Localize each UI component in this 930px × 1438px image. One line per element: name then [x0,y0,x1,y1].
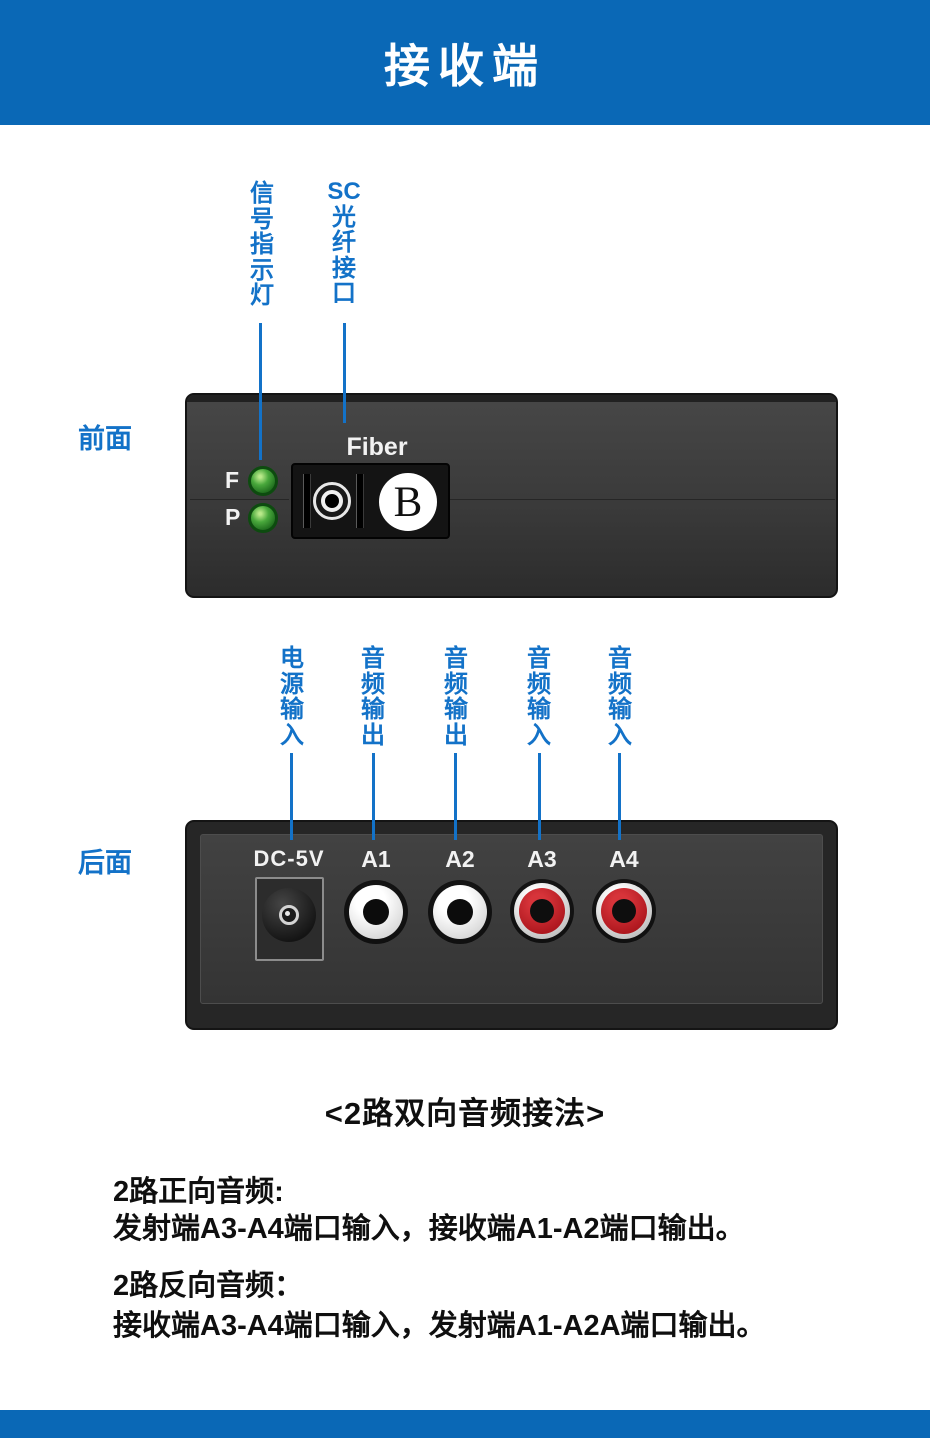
rca-jack-a2-white [428,880,492,944]
power-led [248,503,278,533]
leader-line-a1 [372,753,375,840]
forward-audio-body: 发射端A3-A4端口输入，接收端A1-A2端口输出。 [113,1213,745,1245]
leader-line-a3 [538,753,541,840]
dc-power-label: DC-5V [253,846,325,871]
sc-connector-ferrule [313,482,351,520]
callout-audio-output-1: 音频输出 [361,645,385,749]
callout-audio-input-1: 音频输入 [527,645,551,749]
rca-jack-a1-white [344,880,408,944]
fiber-type-b-badge: B [379,473,437,531]
rca-hole [530,899,554,923]
rca-hole [363,899,389,925]
callout-power-input: 电源输入 [280,645,304,749]
device-rear-panel: DC-5V A1 A2 A3 A4 [185,820,838,1030]
device-front-panel: Fiber F P B [185,393,838,598]
sc-port-slot-right [356,474,364,528]
header-banner: 接收端 [0,0,930,125]
dc-barrel-jack [262,888,316,942]
rca-hole [612,899,636,923]
rca-jack-a4-red [592,879,656,943]
callout-audio-input-2: 音频输入 [608,645,632,749]
front-side-label: 前面 [78,424,132,454]
page-title: 接收端 [384,39,546,92]
reverse-audio-body: 接收端A3-A4端口输入，发射端A1-A2A端口输出。 [113,1310,766,1342]
panel-seam [447,499,835,500]
rear-side-label: 后面 [78,848,132,878]
leader-line-dc-input [290,753,293,840]
sc-connector-core [321,490,343,512]
led-label-f: F [225,467,240,493]
rca-hole [447,899,473,925]
instructions-title: <2路双向音频接法> [324,1096,606,1131]
footer-banner [0,1410,930,1438]
fiber-link-led [248,466,278,496]
port-label-a4: A4 [609,846,639,872]
callout-signal-indicator-light: 信号指示灯 [250,180,274,309]
leader-line-a2 [454,753,457,840]
sc-port-slot-left [303,474,311,528]
dc-jack-pin [279,905,299,925]
port-label-a3: A3 [527,846,557,872]
forward-audio-heading: 2路正向音频: [113,1176,284,1208]
reverse-audio-heading: 2路反向音频： [113,1270,304,1302]
rca-jack-a3-red [510,879,574,943]
port-label-a2: A2 [445,846,475,872]
callout-audio-output-2: 音频输出 [444,645,468,749]
sc-fiber-port-housing: B [291,463,450,539]
panel-seam [190,499,289,500]
leader-line-sc-port [343,323,346,423]
leader-line-a4 [618,753,621,840]
led-label-p: P [225,504,241,530]
port-label-a1: A1 [361,846,391,872]
device-top-edge [187,395,836,402]
leader-line-signal-led [259,323,262,460]
fiber-port-group-label: Fiber [346,433,408,461]
